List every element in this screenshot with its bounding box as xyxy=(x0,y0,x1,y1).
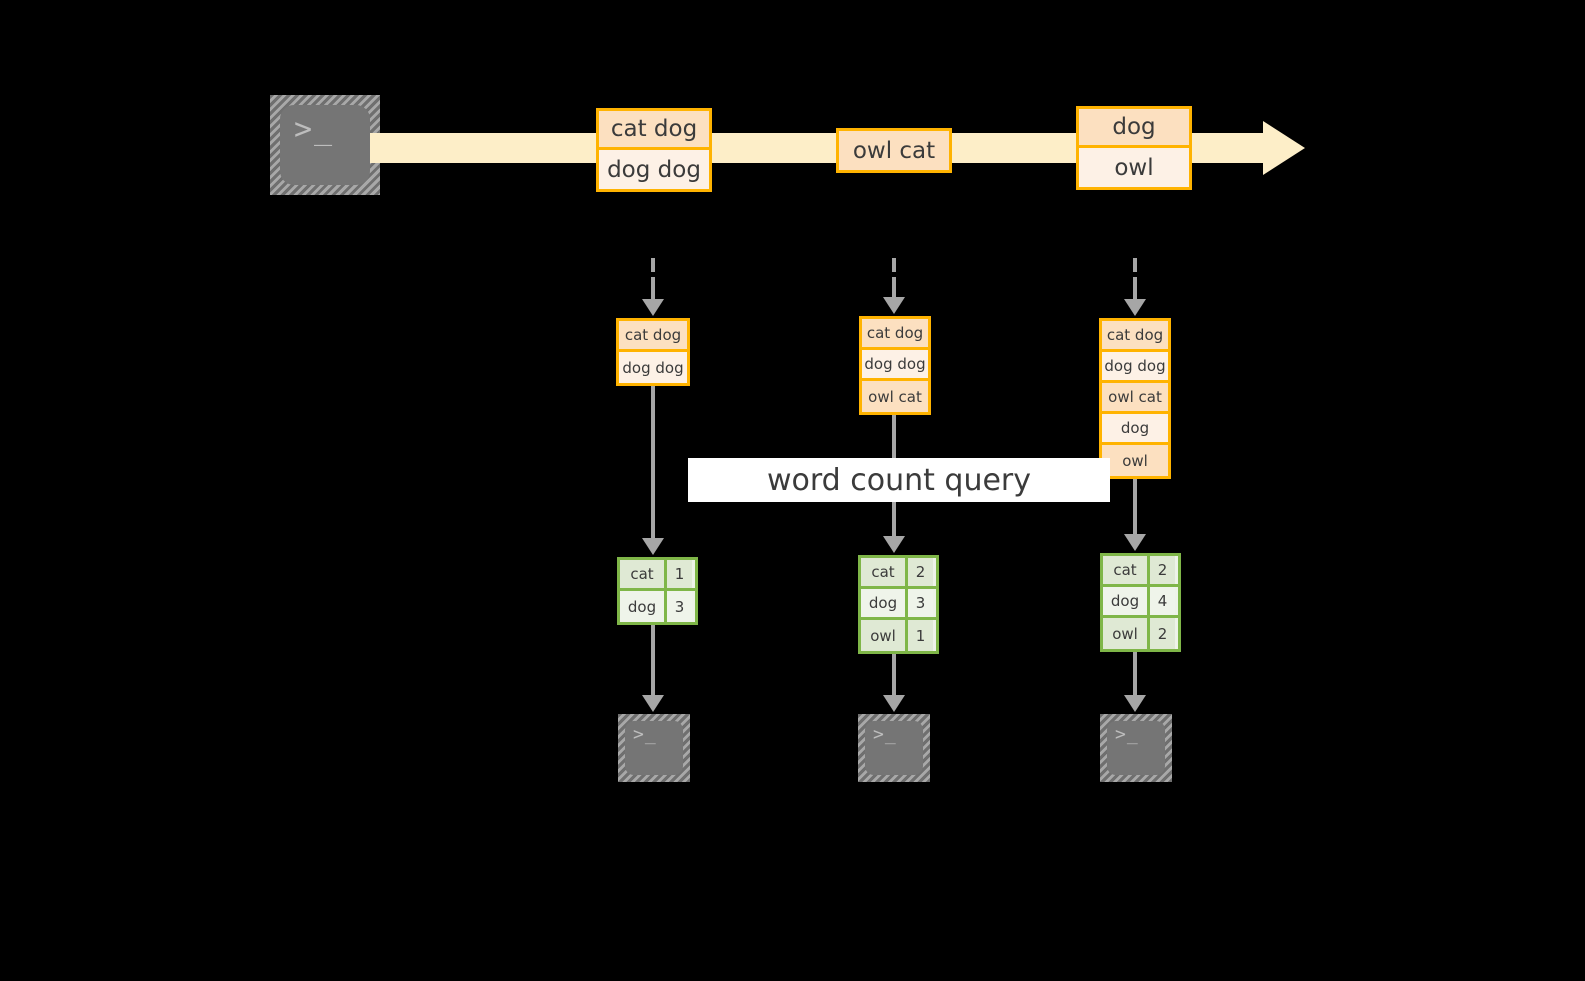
snapshot-3-tap-arrowhead xyxy=(1124,299,1146,316)
snapshot-record: dog dog xyxy=(1102,352,1168,383)
query-label-text: word count query xyxy=(766,462,1032,498)
snapshot-3-sink-line xyxy=(1133,652,1137,697)
snapshot-2-tap-line xyxy=(892,277,896,299)
count-value: 2 xyxy=(1150,556,1175,584)
stream-group-2: owl cat xyxy=(836,128,952,173)
count-row: dog 3 xyxy=(620,591,695,622)
snapshot-2-sink-line xyxy=(892,654,896,697)
snapshot-1-count-table: cat 1 dog 3 xyxy=(617,557,698,625)
terminal-prompt-glyph: >_ xyxy=(294,112,335,147)
snapshot-record: dog dog xyxy=(619,352,687,383)
stream-record: owl cat xyxy=(839,131,949,170)
count-row: dog 4 xyxy=(1103,587,1178,618)
snapshot-record: cat dog xyxy=(862,319,928,350)
source-terminal-icon: >_ xyxy=(270,95,380,195)
count-word: owl xyxy=(861,620,908,651)
count-value: 3 xyxy=(667,591,692,622)
snapshot-record: owl xyxy=(1102,445,1168,476)
snapshot-record: owl cat xyxy=(1102,383,1168,414)
snapshot-2-tap-dash xyxy=(892,258,896,272)
count-word: dog xyxy=(1103,587,1150,615)
stream-group-1: cat dog dog dog xyxy=(596,108,712,192)
stream-record: owl xyxy=(1079,148,1189,187)
count-value: 3 xyxy=(908,589,933,617)
snapshot-2-sink-arrowhead xyxy=(883,695,905,712)
count-row: cat 2 xyxy=(861,558,936,589)
terminal-prompt-glyph: >_ xyxy=(873,724,897,745)
snapshot-2-tap-arrowhead xyxy=(883,297,905,314)
count-word: cat xyxy=(620,560,667,588)
snapshot-1-sink-line xyxy=(651,625,655,697)
count-value: 2 xyxy=(1150,618,1175,649)
count-row: dog 3 xyxy=(861,589,936,620)
snapshot-3-count-table: cat 2 dog 4 owl 2 xyxy=(1100,553,1181,652)
terminal-screen xyxy=(280,105,370,185)
count-value: 1 xyxy=(667,560,692,588)
count-word: owl xyxy=(1103,618,1150,649)
snapshot-3-tap-line xyxy=(1133,277,1137,301)
snapshot-3-query-arrowhead xyxy=(1124,534,1146,551)
count-row: owl 1 xyxy=(861,620,936,651)
stream-record: dog dog xyxy=(599,150,709,189)
count-word: dog xyxy=(861,589,908,617)
snapshot-1-query-arrowhead xyxy=(642,538,664,555)
count-word: cat xyxy=(861,558,908,586)
snapshot-1-sink-terminal-icon: >_ xyxy=(618,714,690,782)
snapshot-2-input-box: cat dog dog dog owl cat xyxy=(859,316,931,415)
stream-arrow-head xyxy=(1263,121,1305,175)
snapshot-3-sink-terminal-icon: >_ xyxy=(1100,714,1172,782)
terminal-prompt-glyph: >_ xyxy=(633,724,657,745)
count-value: 4 xyxy=(1150,587,1175,615)
snapshot-1-tap-dash xyxy=(651,258,655,272)
stream-record: dog xyxy=(1079,109,1189,148)
count-row: cat 2 xyxy=(1103,556,1178,587)
snapshot-3-tap-dash xyxy=(1133,258,1137,272)
count-value: 1 xyxy=(908,620,933,651)
snapshot-record: owl cat xyxy=(862,381,928,412)
stream-group-3: dog owl xyxy=(1076,106,1192,190)
stream-record: cat dog xyxy=(599,111,709,150)
snapshot-3-query-line xyxy=(1133,479,1137,537)
terminal-screen xyxy=(865,721,923,775)
snapshot-record: dog xyxy=(1102,414,1168,445)
snapshot-1-sink-arrowhead xyxy=(642,695,664,712)
snapshot-2-sink-terminal-icon: >_ xyxy=(858,714,930,782)
snapshot-2-query-arrowhead xyxy=(883,536,905,553)
snapshot-record: dog dog xyxy=(862,350,928,381)
snapshot-3-input-box: cat dog dog dog owl cat dog owl xyxy=(1099,318,1171,479)
terminal-screen xyxy=(625,721,683,775)
snapshot-record: cat dog xyxy=(1102,321,1168,352)
snapshot-3-sink-arrowhead xyxy=(1124,695,1146,712)
snapshot-record: cat dog xyxy=(619,321,687,352)
snapshot-1-input-box: cat dog dog dog xyxy=(616,318,690,386)
count-value: 2 xyxy=(908,558,933,586)
snapshot-2-count-table: cat 2 dog 3 owl 1 xyxy=(858,555,939,654)
count-word: cat xyxy=(1103,556,1150,584)
terminal-screen xyxy=(1107,721,1165,775)
count-row: cat 1 xyxy=(620,560,695,591)
terminal-prompt-glyph: >_ xyxy=(1115,724,1139,745)
snapshot-1-query-line xyxy=(651,386,655,540)
query-label: word count query xyxy=(688,458,1110,502)
count-row: owl 2 xyxy=(1103,618,1178,649)
snapshot-1-tap-arrowhead xyxy=(642,299,664,316)
snapshot-1-tap-line xyxy=(651,277,655,301)
count-word: dog xyxy=(620,591,667,622)
